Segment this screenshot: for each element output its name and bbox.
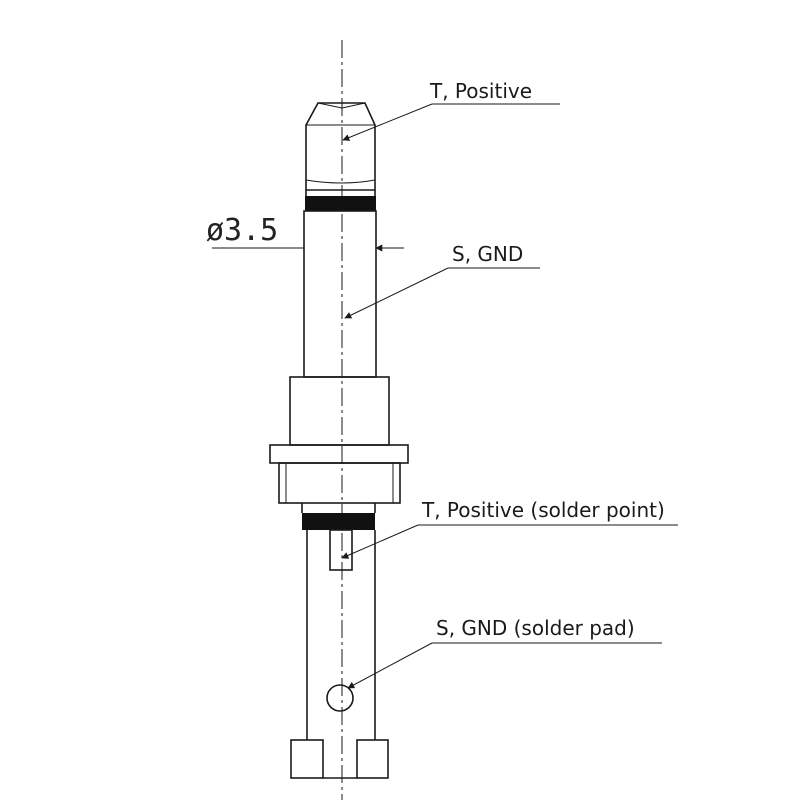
label-tip-positive: T, Positive (429, 79, 532, 103)
callout-sleeve: S, GND (344, 242, 540, 319)
callout-tip-solder: T, Positive (solder point) (341, 498, 678, 559)
insulator-ring-top (305, 196, 376, 211)
plug-sleeve (303, 210, 377, 378)
label-sleeve-gnd: S, GND (452, 242, 523, 266)
label-sleeve-solder-pad: S, GND (solder pad) (436, 616, 635, 640)
insulator-ring-bottom (302, 513, 375, 530)
diameter-label: ø3.5 (206, 213, 278, 248)
plug-body (289, 376, 390, 446)
solder-tail (290, 529, 389, 779)
callout-sleeve-solder: S, GND (solder pad) (347, 616, 662, 689)
plug-flange (269, 444, 409, 464)
callout-tip: T, Positive (342, 79, 560, 141)
left-foot (290, 739, 324, 779)
plug-tip (305, 102, 376, 191)
diameter-dimension: ø3.5 (206, 213, 404, 268)
label-tip-solder-point: T, Positive (solder point) (421, 498, 665, 522)
sleeve-solder-hole (326, 684, 354, 712)
right-foot (356, 739, 389, 779)
tip-solder-pin (329, 529, 353, 571)
plug-base (278, 462, 401, 504)
